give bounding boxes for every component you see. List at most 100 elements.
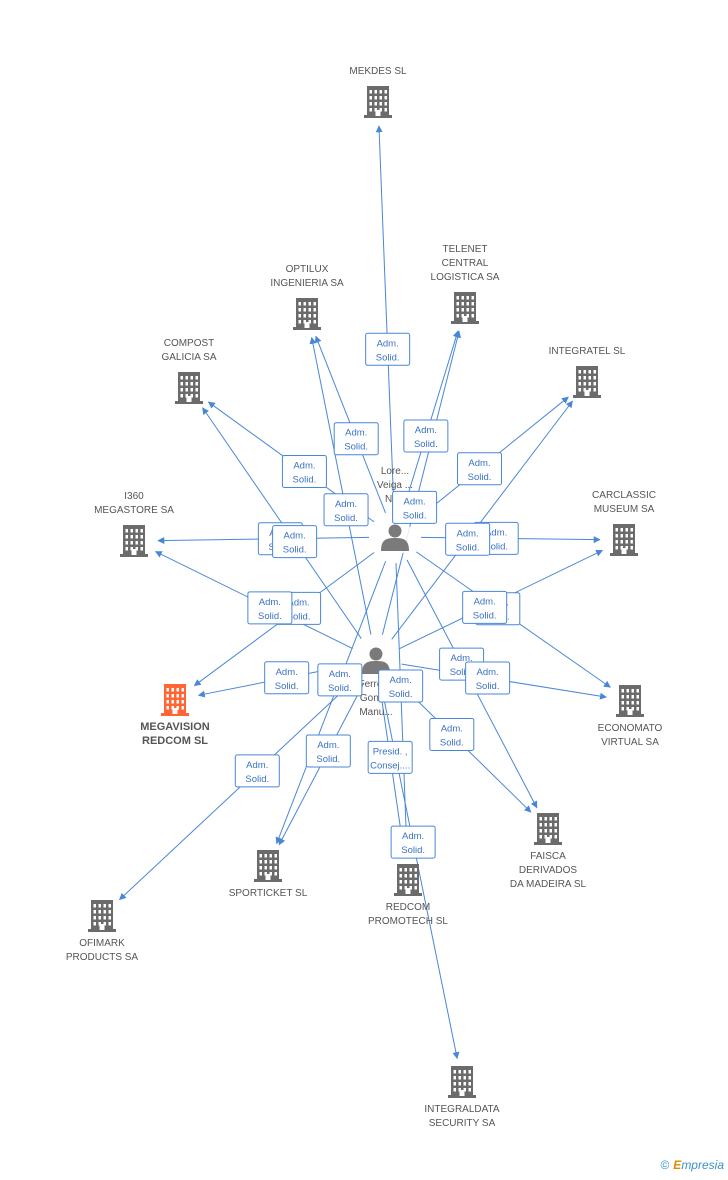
edge-label-text: Solid. <box>456 542 480 553</box>
edge-label-text: Adm. <box>317 740 339 751</box>
edge-label-text: Adm. <box>259 597 281 608</box>
node-label-telenet: TELENET <box>442 244 487 255</box>
node-label-ofimark: PRODUCTS SA <box>66 952 139 963</box>
node-label-ferreira: Gonz... <box>360 693 392 704</box>
edge-label-text: Adm. <box>287 597 309 608</box>
company-node-mekdes[interactable]: MEKDES SL <box>349 66 407 118</box>
edge-label-text: Adm. <box>246 760 268 771</box>
node-label-telenet: CENTRAL <box>442 258 489 269</box>
node-label-optilux: INGENIERIA SA <box>270 278 344 289</box>
edge-label-ferreira-ofimark[interactable]: Adm. Solid. <box>234 754 280 788</box>
edge-label-text: Adm. <box>284 531 306 542</box>
edge-label-lorena-compost[interactable]: Adm.Solid. <box>281 454 327 488</box>
node-label-integraldata: INTEGRALDATA <box>424 1104 500 1115</box>
edge-label-text: Consej.... <box>370 760 410 771</box>
edge-label-text: Solid. <box>473 610 497 621</box>
node-label-ferreira: Ferreira <box>358 679 393 690</box>
node-label-faisca: DA MADEIRA SL <box>510 879 587 890</box>
edge-label-text: Solid. <box>414 439 438 450</box>
edge-ferreira-ofimark <box>119 677 358 901</box>
edge-label-ferreira-faisca[interactable]: Adm.Solid. <box>429 717 475 751</box>
edge-label-lorena-redcom[interactable]: Adm.Solid. <box>378 669 424 703</box>
node-label-redcom: PROMOTECH SL <box>368 916 448 927</box>
company-node-redcom[interactable]: REDCOM PROMOTECH SL <box>368 864 448 927</box>
edge-label-lorena-mekdes[interactable]: Adm.Solid. <box>365 332 411 366</box>
edge-label-ferreira-integraldata[interactable]: Adm.Solid. <box>390 825 436 859</box>
edge-label-lorena-telenet[interactable]: Adm.Solid. <box>403 419 449 453</box>
copyright-symbol: © <box>660 1158 670 1172</box>
company-node-faisca[interactable]: FAISCA DERIVADOS DA MADEIRA SL <box>510 813 587 890</box>
edge-ferreira-optilux <box>309 336 372 635</box>
edge-label-text: Adm. <box>441 723 463 734</box>
edge-label-ferreira-compost[interactable]: Adm.Solid. <box>272 525 318 559</box>
edge-label-ferreira-megavision[interactable]: Adm.Solid. <box>264 661 310 695</box>
edge-label-ferreira-i360[interactable]: Adm.Solid. <box>247 591 293 625</box>
edge-label-ferreira-telenet[interactable]: Adm. Solid. <box>392 490 438 524</box>
edge-label-text: Solid. <box>287 611 311 622</box>
building-icon <box>254 850 282 882</box>
node-label-faisca: DERIVADOS <box>519 865 577 876</box>
edge-label-lorena-sporticket[interactable]: Adm.Solid. <box>317 663 363 697</box>
company-node-optilux[interactable]: OPTILUX INGENIERIA SA <box>270 264 344 330</box>
node-label-mekdes: MEKDES SL <box>349 66 407 77</box>
brand-name: mpresia <box>681 1158 724 1172</box>
building-icon <box>293 298 321 330</box>
edge-label-text: Solid. <box>468 472 492 483</box>
node-label-economato: VIRTUAL SA <box>601 737 659 748</box>
company-node-telenet[interactable]: TELENET CENTRAL LOGISTICA SA <box>431 244 500 324</box>
edge-ferreira-telenet <box>381 330 461 635</box>
edge-label-text: Adm. <box>390 675 412 686</box>
node-label-redcom: REDCOM <box>386 902 430 913</box>
node-label-integraldata: SECURITY SA <box>429 1118 496 1129</box>
edge-label-text: Solid. <box>476 681 500 692</box>
edge-label-text: Adm. <box>477 667 499 678</box>
edge-label-text: Solid. <box>334 513 358 524</box>
edge-ferreira-integratel <box>391 400 573 640</box>
edge-lorena-mekdes <box>375 125 395 512</box>
node-label-telenet: LOGISTICA SA <box>431 272 500 283</box>
edge-label-ferreira-integratel[interactable]: Adm. Solid. <box>445 522 491 556</box>
edge-label-text: Adm. <box>457 528 479 539</box>
node-label-i360: I360 <box>124 491 144 502</box>
node-label-faisca: FAISCA <box>530 851 566 862</box>
edge-label-text: Solid. <box>293 474 317 485</box>
edge-label-lorena-optilux[interactable]: Adm.Solid. <box>333 422 379 456</box>
company-node-sporticket[interactable]: SPORTICKET SL <box>229 850 308 899</box>
building-icon <box>364 86 392 118</box>
edge-label-lorena-integratel[interactable]: Adm.Solid. <box>457 452 503 486</box>
node-label-optilux: OPTILUX <box>286 264 329 275</box>
edge-label-text: Solid. <box>316 754 340 765</box>
edges-layer <box>119 125 611 1060</box>
edge-label-text: Adm. <box>450 653 472 664</box>
edge-label-text: Adm. <box>485 527 507 538</box>
edge-label-ferreira-optilux[interactable]: Adm. Solid. <box>323 493 369 527</box>
edge-label-ferreira-redcom[interactable]: Presid. ,Consej.... <box>367 740 413 774</box>
brand-logo-letter: E <box>673 1158 682 1172</box>
edge-label-text: Solid. <box>403 510 427 521</box>
edge-label-ferreira-sporticket[interactable]: Adm. Solid. <box>305 734 351 768</box>
company-node-integratel[interactable]: INTEGRATEL SL <box>549 346 626 398</box>
node-label-compost: COMPOST <box>164 338 215 349</box>
building-icon <box>175 372 203 404</box>
node-label-sporticket: SPORTICKET SL <box>229 888 308 899</box>
edge-label-text: Solid. <box>484 541 508 552</box>
building-icon <box>573 366 601 398</box>
node-label-lorena: Veiga ... <box>377 480 413 491</box>
edge-label-text: Adm. <box>335 499 357 510</box>
nodes-layer: MEKDES SL TELENET CENTRAL LOGISTICA SA OPTIL… <box>66 66 663 1129</box>
edge-label-text: Adm. <box>474 596 496 607</box>
company-node-integraldata[interactable]: INTEGRALDATA SECURITY SA <box>424 1066 500 1129</box>
node-label-i360: MEGASTORE SA <box>94 505 174 516</box>
edge-label-text: Solid. <box>245 774 269 785</box>
edge-label-ferreira-economato[interactable]: Adm. Solid. <box>465 661 511 695</box>
edge-label-ferreira-carclassic[interactable]: Adm. Solid. <box>462 590 508 624</box>
edge-label-text: Adm. <box>404 496 426 507</box>
edge-label-text: Solid. <box>376 352 400 363</box>
